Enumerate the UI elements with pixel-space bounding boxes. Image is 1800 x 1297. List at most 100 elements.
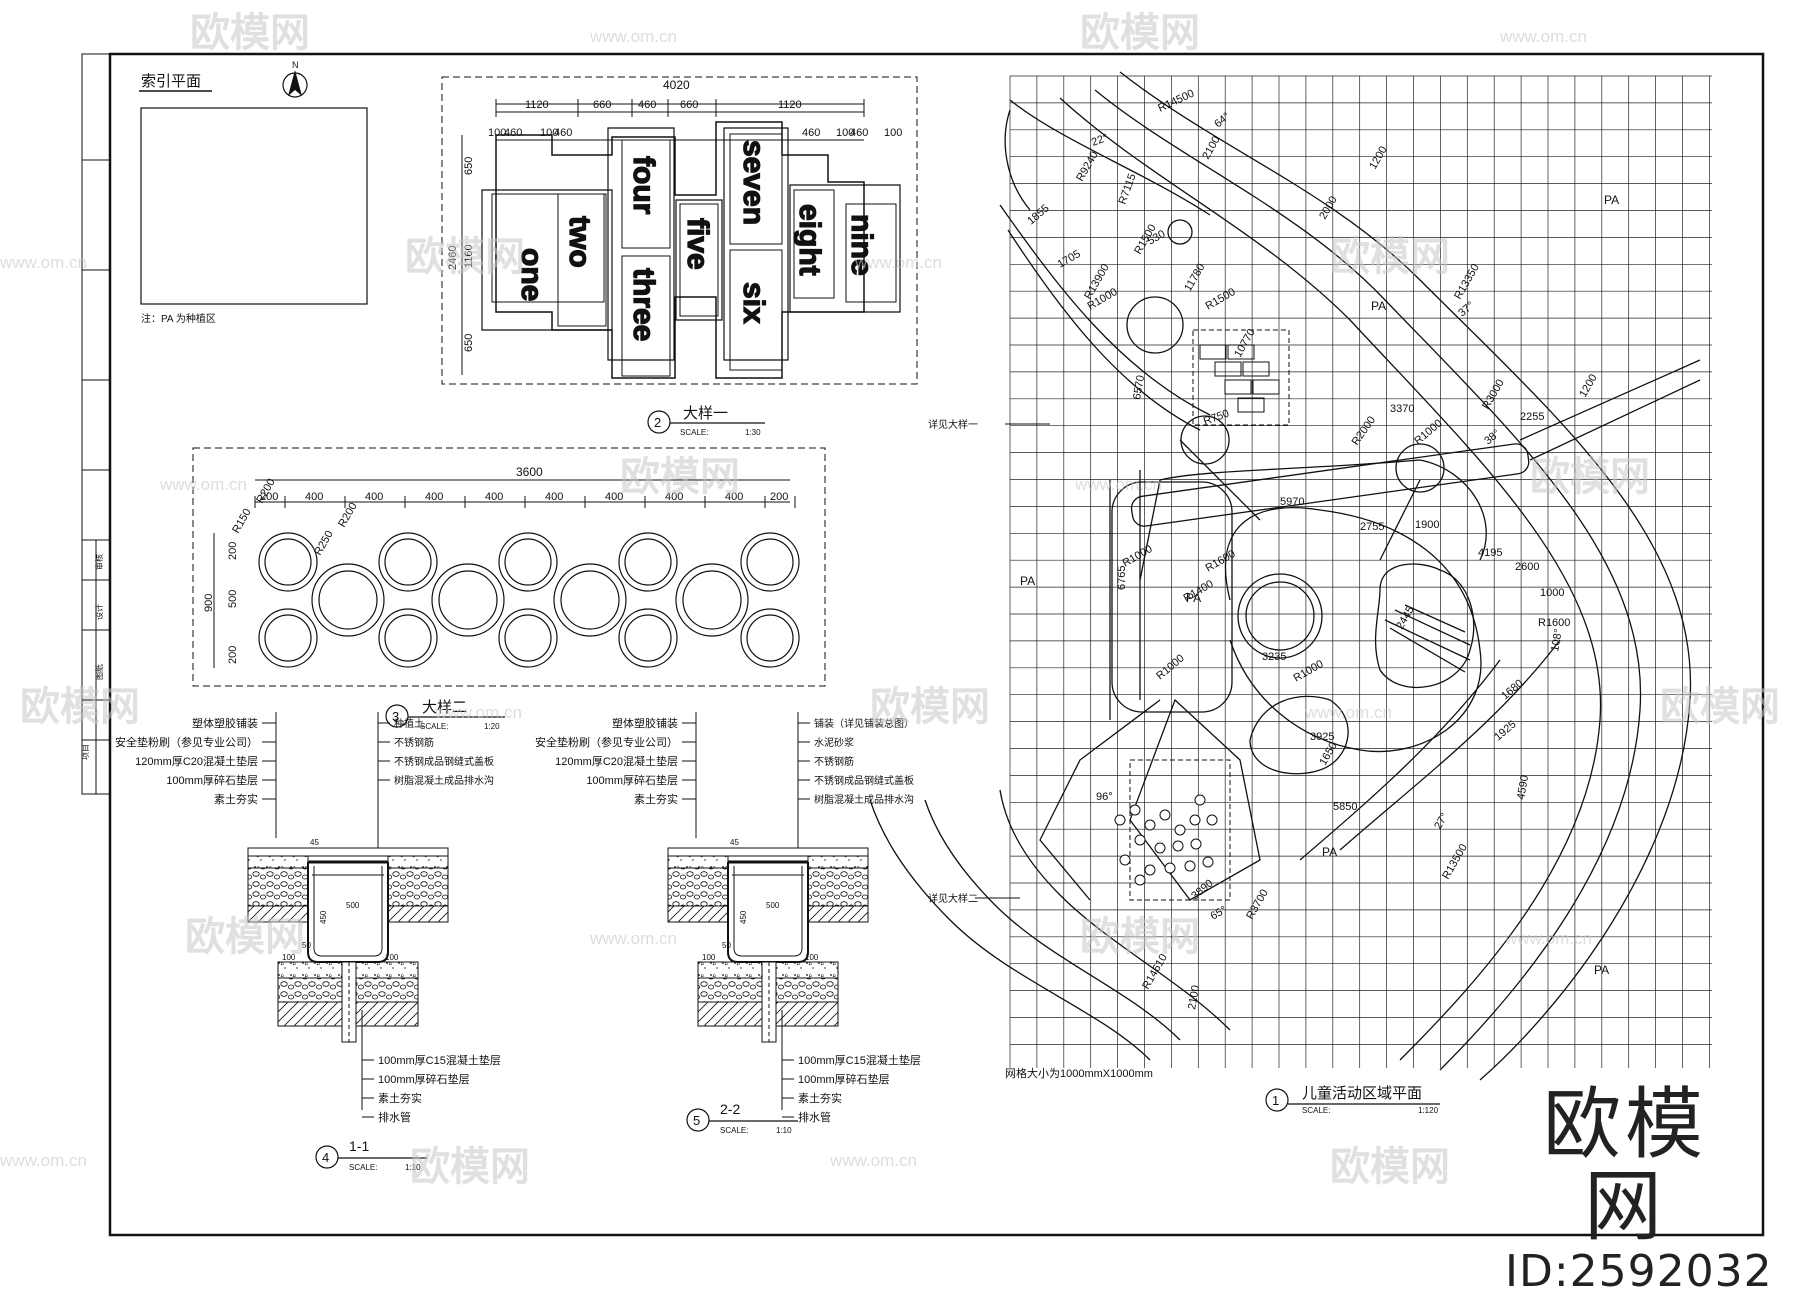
section-bottom-label: 素土夯实 <box>378 1091 422 1105</box>
brand-watermark: 欧模网 ID:2592032 <box>1505 1080 1772 1295</box>
plan-dim: 64° <box>1212 110 1232 130</box>
section-scale-label: SCALE: <box>349 1163 377 1172</box>
section-left-label: 塑体塑胶铺装 <box>612 716 678 730</box>
d1-top-dim: 660 <box>680 99 698 111</box>
section-right-label: 树脂混凝土成品排水沟 <box>814 793 914 806</box>
plan-dim: 1705 <box>1056 248 1083 271</box>
plan-dim: 22° <box>1090 132 1110 149</box>
plan-dim: 2100 <box>1200 134 1223 161</box>
north-arrow-icon <box>282 70 308 98</box>
watermark-brand: 欧模网 <box>1330 235 1450 279</box>
plan-dim: R1000 <box>1154 652 1187 682</box>
watermark-brand: 欧模网 <box>1660 685 1780 729</box>
plan-dim: R13500 <box>1440 842 1470 881</box>
plan-dim: 1855 <box>1025 202 1051 227</box>
section-right-label: 水泥砂浆 <box>814 736 854 749</box>
d1-number: 2 <box>654 415 661 430</box>
section-bottom-label: 100mm厚碎石垫层 <box>798 1072 890 1086</box>
word-two: two <box>563 216 596 268</box>
d1-top-dim: 1120 <box>525 99 549 111</box>
section-right-label: 不锈钢筋 <box>394 736 434 749</box>
section-left-label: 120mm厚C20混凝土垫层 <box>555 754 678 768</box>
watermark-url: www.om.cn <box>1074 475 1162 494</box>
plan-dim: 3370 <box>1390 403 1414 415</box>
index-plan: 索引平面 注：PA 为种植区 N <box>139 60 368 325</box>
plan-dim: 11780 <box>1182 262 1207 294</box>
d2-title: 大样二 <box>422 699 467 716</box>
north-label: N <box>292 60 299 70</box>
section-number: 4 <box>322 1150 329 1165</box>
watermark-brand: 欧模网 <box>1080 915 1200 959</box>
section-bottom-label: 100mm厚碎石垫层 <box>378 1072 470 1086</box>
section-dim: 50 <box>302 941 311 950</box>
section-right-label: 种植土 <box>394 717 424 730</box>
d2-radius-3: R250 <box>312 529 336 558</box>
d1-scale-label: SCALE: <box>680 428 708 437</box>
plan-dim: 96° <box>1096 791 1113 803</box>
d1-scale: 1:30 <box>745 428 761 437</box>
plan-dim: R9240 <box>1074 149 1101 183</box>
section-dim: 45 <box>310 838 319 847</box>
d2-radius-1: R150 <box>230 507 254 536</box>
d2-total-dim: 3600 <box>516 465 543 479</box>
plan-dim: 3235 <box>1262 651 1286 663</box>
plan-dim: 108° <box>1549 628 1565 653</box>
plan-dim: 1000 <box>1540 587 1564 599</box>
section-dim: 500 <box>766 901 780 910</box>
watermark-url: www.om.cn <box>0 1151 87 1170</box>
plan-dim: R14500 <box>1156 88 1196 115</box>
d1-top-dim: 460 <box>638 99 656 111</box>
plan-dim: 5850 <box>1333 801 1357 813</box>
d2-scale: 1:20 <box>484 722 500 731</box>
d2-radius-4: R200 <box>336 501 360 530</box>
strip-label-4: 审核 <box>94 554 104 570</box>
d2-seg-dim: 400 <box>665 491 683 503</box>
index-plan-title: 索引平面 <box>141 73 201 90</box>
word-seven: seven <box>737 140 770 225</box>
d2-seg-dim: 400 <box>305 491 323 503</box>
section-1-1: 塑体塑胶铺装安全垫粉刷（参见专业公司）120mm厚C20混凝土垫层100mm厚碎… <box>115 712 501 1172</box>
d1-left-dim-1: 650 <box>463 157 475 175</box>
pa-planting-zone: PA <box>1604 193 1619 207</box>
plan-dim: 27° <box>1432 811 1451 831</box>
plan-dim: R3000 <box>1480 377 1507 411</box>
watermark-brand: 欧模网 <box>410 1145 530 1189</box>
plan-scale-label: SCALE: <box>1302 1106 1330 1115</box>
plan-dim: R2000 <box>1350 414 1378 447</box>
plan-dim: 2600 <box>1515 561 1539 573</box>
section-right-label: 不锈钢成品钢缝式盖板 <box>394 755 494 768</box>
watermark-brand: 欧模网 <box>620 455 740 499</box>
d2-seg-dim: 400 <box>725 491 743 503</box>
plan-dim: R1500 <box>1204 286 1238 313</box>
watermark-url: www.om.cn <box>159 475 247 494</box>
watermark-url: www.om.cn <box>1304 703 1392 722</box>
plan-dim: 3925 <box>1310 731 1334 743</box>
grid-note: 网格大小为1000mmX1000mm <box>1005 1066 1153 1080</box>
plan-dim: 4590 <box>1515 774 1531 800</box>
plan-dim: 65° <box>1209 904 1229 923</box>
d2-seg-dim: 400 <box>485 491 503 503</box>
brand-name: 欧模网 <box>1542 1080 1707 1252</box>
pa-planting-zone: PA <box>1594 963 1609 977</box>
watermark-url: www.om.cn <box>829 1151 917 1170</box>
strip-label-3: 设计 <box>94 604 104 620</box>
plan-dim: R3700 <box>1244 887 1271 921</box>
section-dim: 500 <box>346 901 360 910</box>
section-right-label: 不锈钢筋 <box>814 755 854 768</box>
ref-detail-2: 详见大样二 <box>928 892 978 905</box>
d1-sub-dim: 100 <box>488 127 506 139</box>
plan-dim: 1925 <box>1492 718 1518 743</box>
section-left-label: 120mm厚C20混凝土垫层 <box>135 754 258 768</box>
section-dim: 100 <box>282 953 296 962</box>
section-left-label: 100mm厚碎石垫层 <box>586 773 678 787</box>
section-dim: 100 <box>702 953 716 962</box>
word-eight: eight <box>793 204 826 276</box>
watermark-url: www.om.cn <box>1504 929 1592 948</box>
section-left-label: 安全垫粉刷（参见专业公司） <box>115 735 258 749</box>
plan-dim: 4195 <box>1478 547 1502 559</box>
section-dim: 50 <box>722 941 731 950</box>
section-title: 1-1 <box>349 1138 369 1154</box>
